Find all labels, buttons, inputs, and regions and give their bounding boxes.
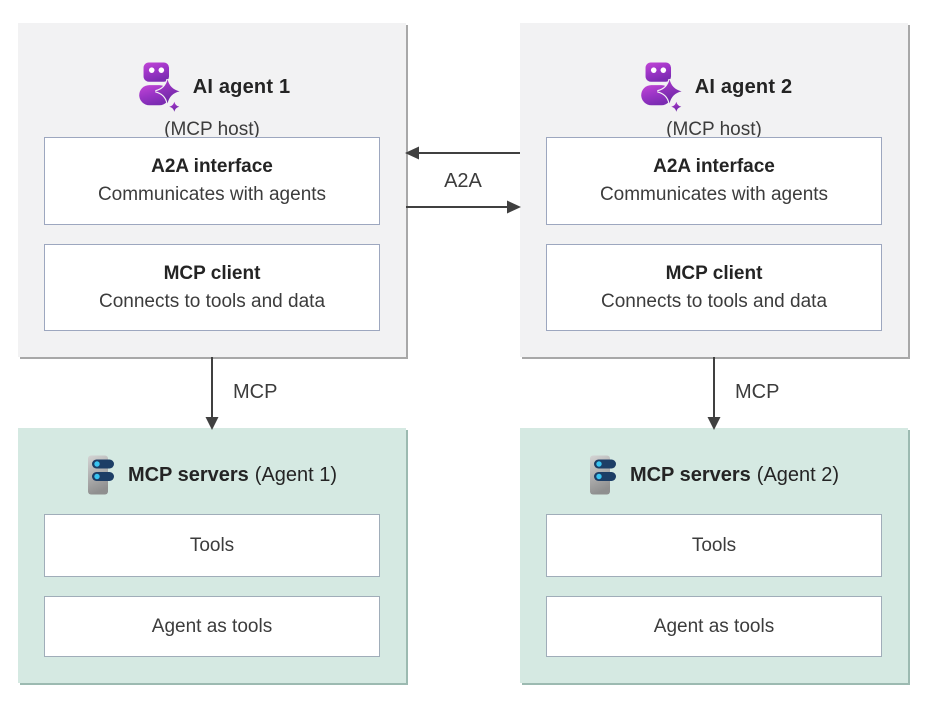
card-label: Agent as tools <box>653 615 775 637</box>
server-title-suffix: (Agent 2) <box>756 463 840 486</box>
card-label: Tools <box>691 534 737 556</box>
card-title: A2A interface <box>653 156 775 177</box>
card-description: Communicates with agents <box>599 184 829 205</box>
server-title-bold: MCP servers <box>629 463 751 486</box>
server-title: MCP servers(Agent 2) <box>630 464 839 487</box>
mcp-client-card: MCP client Connects to tools and data <box>546 244 882 331</box>
agent-subtitle: (MCP host) <box>666 119 762 140</box>
card-description: Communicates with agents <box>97 184 327 205</box>
card-label: Tools <box>189 534 235 556</box>
mcp-client-card: MCP client Connects to tools and data <box>44 244 380 331</box>
agent-header: AI agent 2 <box>520 59 908 115</box>
card-label: Agent as tools <box>151 615 273 637</box>
server-header: MCP servers(Agent 2) <box>520 452 908 498</box>
a2a-connector-label: A2A <box>444 170 482 192</box>
a2a-arrowhead-right <box>507 200 521 214</box>
server-header: MCP servers(Agent 1) <box>18 452 406 498</box>
ai-agent-2-box: AI agent 2 (MCP host) A2A interface Comm… <box>520 23 908 357</box>
a2a-interface-card: A2A interface Communicates with agents <box>546 137 882 225</box>
mcp-server-icon <box>87 454 115 496</box>
agent-as-tools-card: Agent as tools <box>44 596 380 657</box>
ai-agent-icon <box>636 62 682 112</box>
mcp-servers-agent-2-box: MCP servers(Agent 2) Tools Agent as tool… <box>520 428 908 683</box>
agent-title: AI agent 2 <box>694 75 793 98</box>
mcp-server-icon <box>589 454 617 496</box>
agent-subtitle: (MCP host) <box>164 119 260 140</box>
a2a-interface-card: A2A interface Communicates with agents <box>44 137 380 225</box>
agent-as-tools-card: Agent as tools <box>546 596 882 657</box>
mcp-connector-label-left: MCP <box>233 381 278 403</box>
card-title: MCP client <box>665 262 763 284</box>
agent-title: AI agent 1 <box>192 75 291 98</box>
tools-card: Tools <box>546 514 882 577</box>
mcp-servers-agent-1-box: MCP servers(Agent 1) Tools Agent as tool… <box>18 428 406 683</box>
server-title: MCP servers(Agent 1) <box>128 464 337 487</box>
mcp-connector-label-right: MCP <box>735 381 780 403</box>
server-title-bold: MCP servers <box>127 463 249 486</box>
tools-card: Tools <box>44 514 380 577</box>
card-description: Connects to tools and data <box>600 290 828 312</box>
card-title: A2A interface <box>151 156 273 177</box>
ai-agent-icon <box>134 62 180 112</box>
a2a-arrowhead-left <box>405 146 419 160</box>
ai-agent-1-box: AI agent 1 (MCP host) A2A interface Comm… <box>18 23 406 357</box>
card-title: MCP client <box>163 262 261 284</box>
card-description: Connects to tools and data <box>98 290 326 312</box>
agent-header: AI agent 1 <box>18 59 406 115</box>
server-title-suffix: (Agent 1) <box>254 463 338 486</box>
